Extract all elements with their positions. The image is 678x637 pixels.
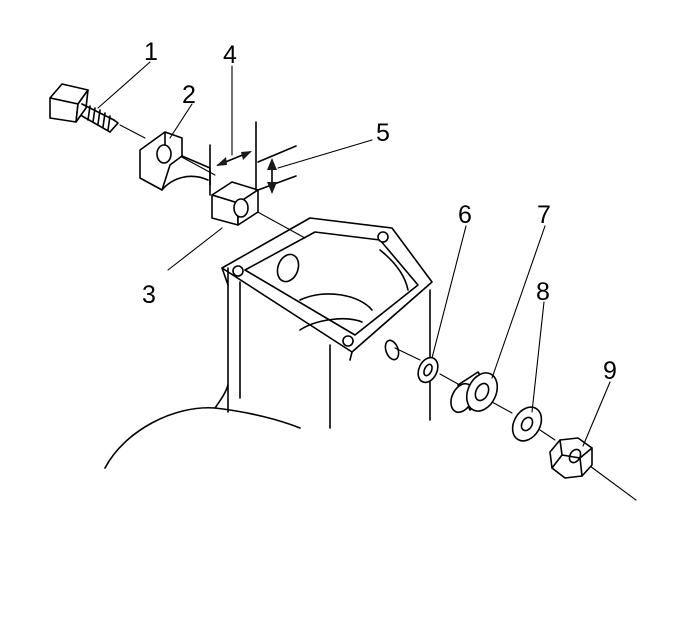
housing-top-pad [221, 217, 433, 361]
leader-2 [169, 103, 193, 139]
spacer-block [211, 181, 259, 226]
leader-9 [582, 381, 611, 447]
hex-nut [549, 437, 593, 479]
dimension-width [209, 121, 257, 196]
callout-1: 1 [144, 38, 158, 66]
callout-5: 5 [376, 119, 390, 147]
bushing [450, 371, 499, 414]
leader-5 [277, 139, 373, 169]
dimension-thickness [257, 145, 297, 194]
lower-housing [104, 267, 431, 469]
lock-washer [417, 356, 439, 384]
callout-9: 9 [603, 357, 617, 385]
callout-6: 6 [458, 201, 472, 229]
callout-4: 4 [223, 41, 237, 69]
callout-3: 3 [142, 281, 156, 309]
leader-7 [491, 225, 546, 379]
flat-washer [511, 406, 543, 442]
bolt [49, 83, 119, 133]
leader-3 [167, 227, 223, 271]
leader-lines [97, 61, 611, 447]
callout-8: 8 [536, 278, 550, 306]
callout-7: 7 [537, 201, 551, 229]
leader-1 [97, 61, 151, 109]
leader-6 [431, 225, 467, 359]
center-axis [119, 124, 637, 501]
callout-2: 2 [182, 81, 196, 109]
leader-8 [531, 301, 545, 413]
clamp-bracket [139, 131, 211, 191]
